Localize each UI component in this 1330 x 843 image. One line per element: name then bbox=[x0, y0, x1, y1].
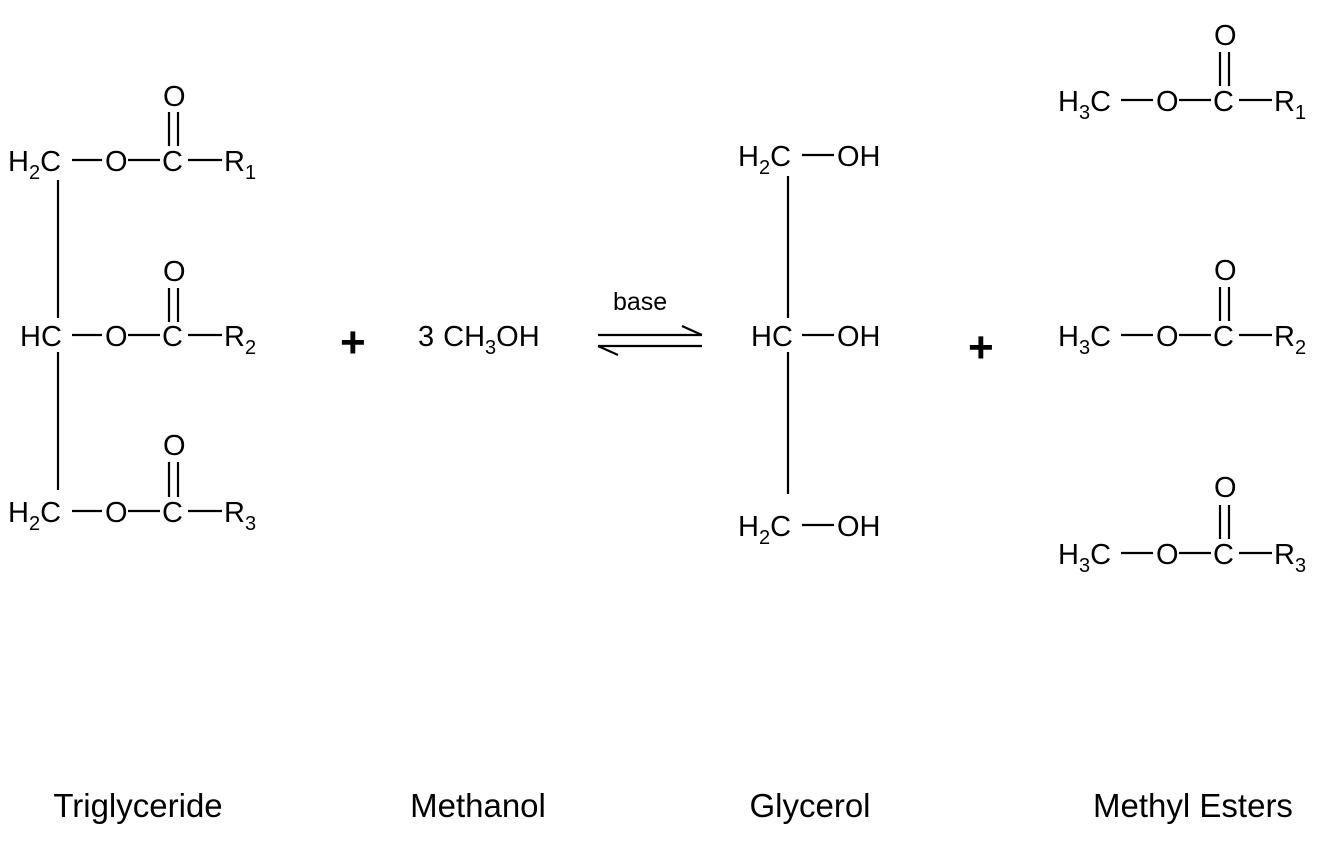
methyl-group: H3C bbox=[1058, 321, 1111, 359]
carbonyl-carbon: C bbox=[162, 497, 183, 529]
ester-oxygen: O bbox=[105, 146, 128, 178]
triglyceride-row-1: H2C O C O R1 bbox=[8, 81, 256, 184]
methyl-group: H3C bbox=[1058, 539, 1111, 577]
carbonyl-carbon: C bbox=[162, 321, 183, 353]
carbonyl-oxygen: O bbox=[1214, 472, 1237, 504]
caption-glycerol: Glycerol bbox=[749, 787, 870, 824]
methyl-ester-3: H3C O C O R3 bbox=[1058, 472, 1306, 577]
ester-oxygen: O bbox=[105, 497, 128, 529]
triglyceride-row-3: H2C O C O R3 bbox=[8, 430, 256, 535]
ch-group: HC bbox=[751, 321, 793, 353]
ch2-group: H2C bbox=[8, 146, 61, 184]
r-group: R3 bbox=[1274, 539, 1306, 577]
carbonyl-carbon: C bbox=[1213, 539, 1234, 571]
methyl-group: H3C bbox=[1058, 86, 1111, 124]
equilibrium-arrows: base bbox=[597, 288, 703, 357]
triglyceride-structure: H2C O C O R1 HC O C O R2 H2C bbox=[8, 81, 256, 535]
forward-arrow-head bbox=[681, 324, 703, 337]
methyl-esters-structure: H3C O C O R1 H3C O C O R2 H3C O bbox=[1058, 20, 1306, 577]
ch2-group: H2C bbox=[8, 497, 61, 535]
methyl-ester-1: H3C O C O R1 bbox=[1058, 20, 1306, 124]
ester-oxygen: O bbox=[105, 321, 128, 353]
ester-oxygen: O bbox=[1156, 86, 1179, 118]
hydroxyl-group: OH bbox=[837, 141, 881, 173]
carbonyl-carbon: C bbox=[1213, 86, 1234, 118]
r-group: R1 bbox=[1274, 86, 1306, 124]
hydroxyl-group: OH bbox=[837, 321, 881, 353]
ester-oxygen: O bbox=[1156, 321, 1179, 353]
plus-sign: + bbox=[340, 318, 366, 367]
carbonyl-oxygen: O bbox=[163, 430, 186, 462]
caption-methyl-esters: Methyl Esters bbox=[1093, 787, 1293, 824]
ester-oxygen: O bbox=[1156, 539, 1179, 571]
r-group: R3 bbox=[224, 497, 256, 535]
ch-group: HC bbox=[20, 321, 62, 353]
carbonyl-carbon: C bbox=[1213, 321, 1234, 353]
glycerol-row-2: HC OH bbox=[751, 321, 881, 353]
r-group: R1 bbox=[224, 146, 256, 184]
r-group: R2 bbox=[1274, 321, 1306, 359]
methyl-ester-2: H3C O C O R2 bbox=[1058, 255, 1306, 359]
ch2-group: H2C bbox=[738, 511, 791, 549]
glycerol-row-3: H2C OH bbox=[738, 511, 881, 549]
glycerol-structure: H2C OH HC OH H2C OH bbox=[738, 141, 881, 549]
caption-triglyceride: Triglyceride bbox=[53, 787, 222, 824]
carbonyl-oxygen: O bbox=[163, 81, 186, 113]
ch2-group: H2C bbox=[738, 141, 791, 179]
reverse-arrow-head bbox=[597, 344, 619, 357]
triglyceride-row-2: HC O C O R2 bbox=[20, 256, 256, 359]
r-group: R2 bbox=[224, 321, 256, 359]
carbonyl-oxygen: O bbox=[1214, 255, 1237, 287]
hydroxyl-group: OH bbox=[837, 511, 881, 543]
caption-methanol: Methanol bbox=[410, 787, 546, 824]
condition-label: base bbox=[613, 288, 667, 316]
carbonyl-carbon: C bbox=[162, 146, 183, 178]
carbonyl-oxygen: O bbox=[1214, 20, 1237, 52]
carbonyl-oxygen: O bbox=[163, 256, 186, 288]
glycerol-row-1: H2C OH bbox=[738, 141, 881, 179]
plus-sign: + bbox=[968, 323, 994, 372]
